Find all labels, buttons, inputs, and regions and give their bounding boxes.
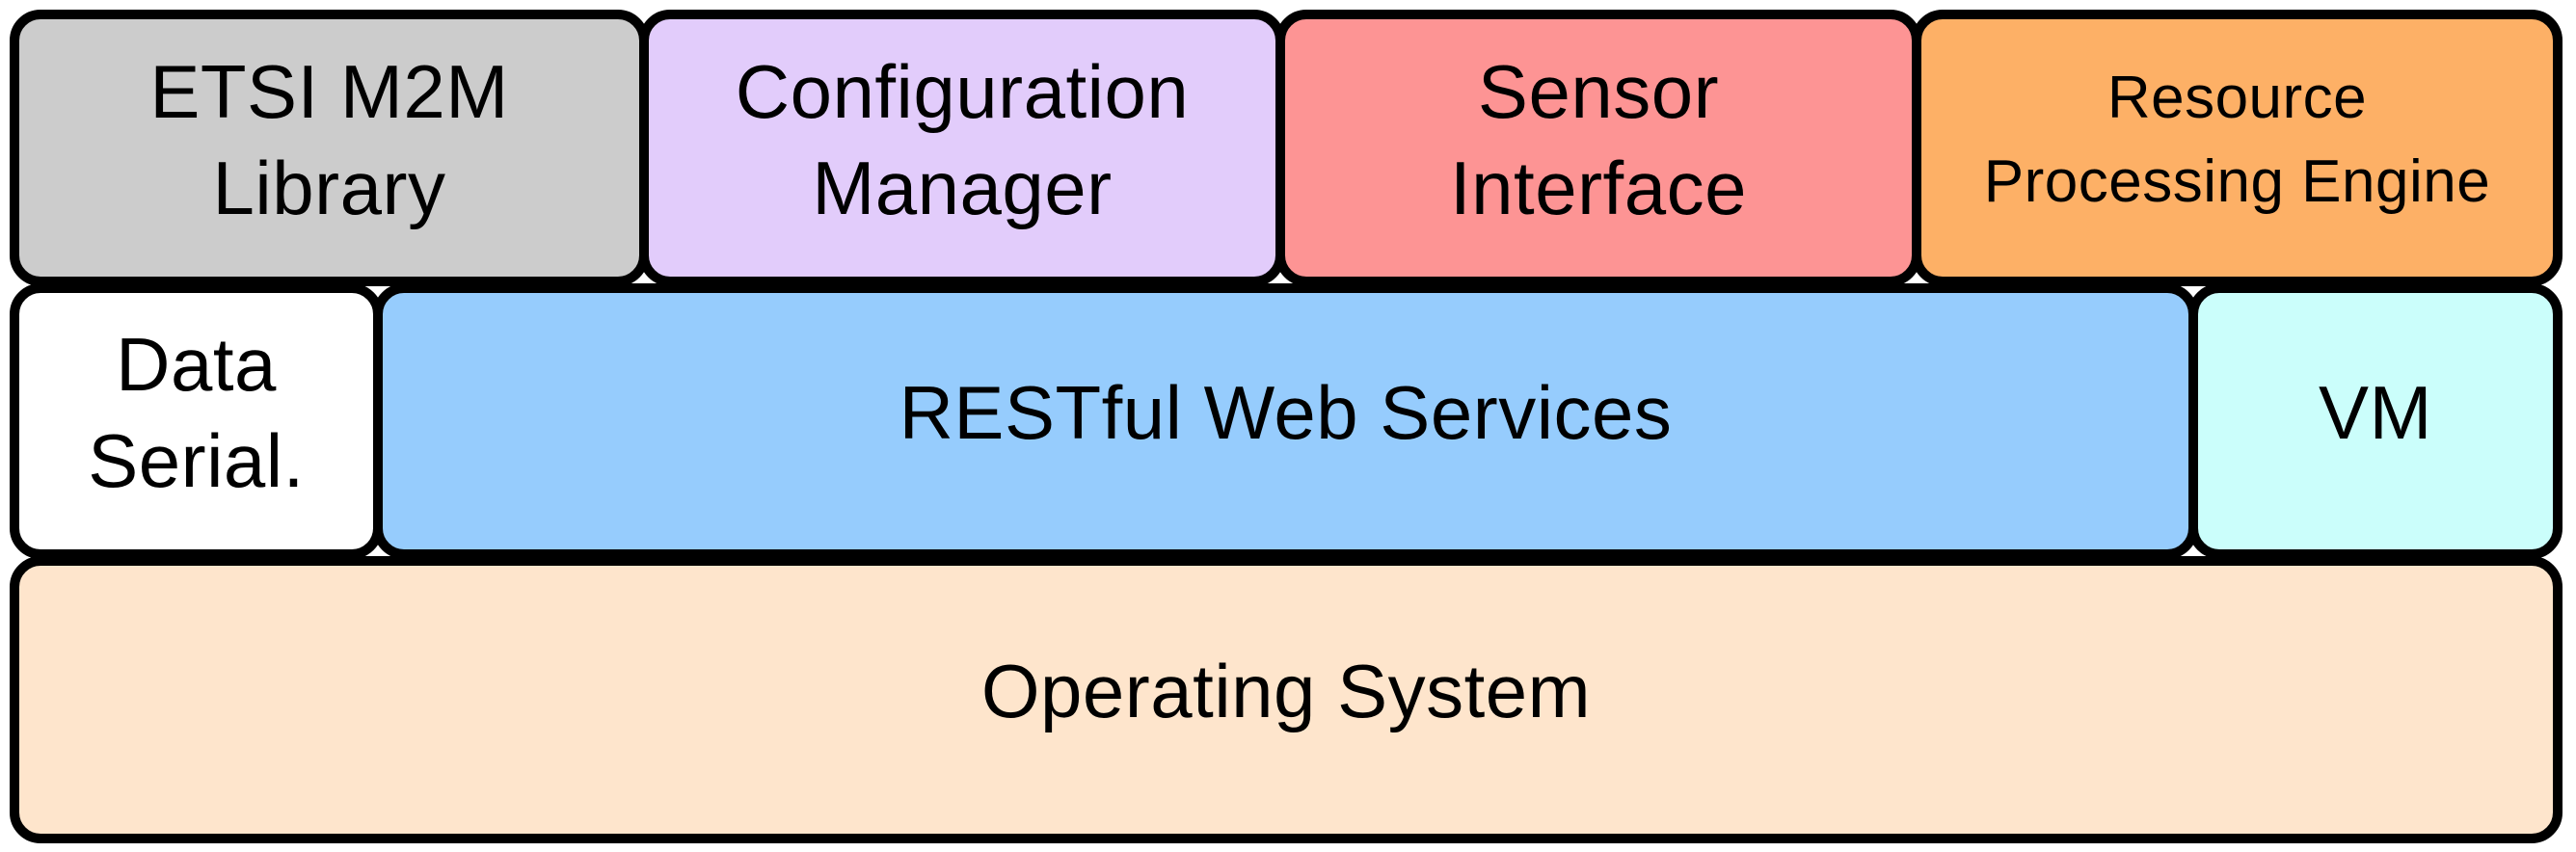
block-operating-system: Operating System: [10, 556, 2563, 843]
block-resource-processing-engine: Resource Processing Engine: [1912, 10, 2563, 286]
block-operating-system-label: Operating System: [980, 649, 1592, 734]
block-vm: VM: [2188, 283, 2563, 559]
block-restful-web-services: RESTful Web Services: [373, 283, 2198, 559]
block-sensor-interface: Sensor Interface: [1275, 10, 1921, 286]
block-sensor-interface-label: Sensor Interface: [1449, 48, 1747, 230]
block-data-serialization-label: Data Serial.: [88, 322, 305, 503]
block-etsi-m2m-library-label: ETSI M2M Library: [149, 48, 509, 230]
block-etsi-m2m-library: ETSI M2M Library: [10, 10, 649, 286]
block-vm-label: VM: [2319, 370, 2432, 456]
block-restful-web-services-label: RESTful Web Services: [899, 370, 1673, 456]
block-data-serialization: Data Serial.: [10, 283, 383, 559]
block-resource-processing-engine-label: Resource Processing Engine: [1983, 64, 2491, 215]
block-configuration-manager-label: Configuration Manager: [735, 48, 1190, 230]
block-configuration-manager: Configuration Manager: [639, 10, 1285, 286]
